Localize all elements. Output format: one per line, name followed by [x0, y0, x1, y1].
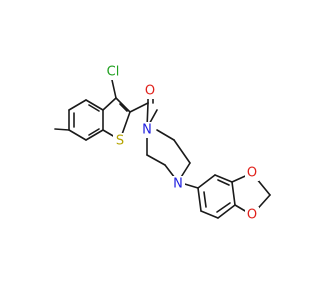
methyl-bond [54, 128, 70, 131]
sulfur-label: S [116, 134, 124, 149]
piperazine-n-benzyl-label: N [173, 177, 183, 192]
piperazine-ring [146, 109, 191, 183]
molecule-diagram: Cl O S N N O O [54, 64, 271, 223]
dioxole-oxygen-bottom-label: O [247, 208, 257, 223]
chlorine-label: Cl [107, 65, 120, 80]
benzene-ring-benzodioxole [197, 174, 236, 219]
dioxole-oxygen-top-label: O [247, 166, 257, 181]
carbonyl-oxygen-label: O [145, 84, 155, 99]
piperazine-n-amide-label: N [142, 123, 152, 138]
chloro-bond [111, 79, 117, 99]
benzene-ring-benzothiophene [68, 99, 104, 141]
